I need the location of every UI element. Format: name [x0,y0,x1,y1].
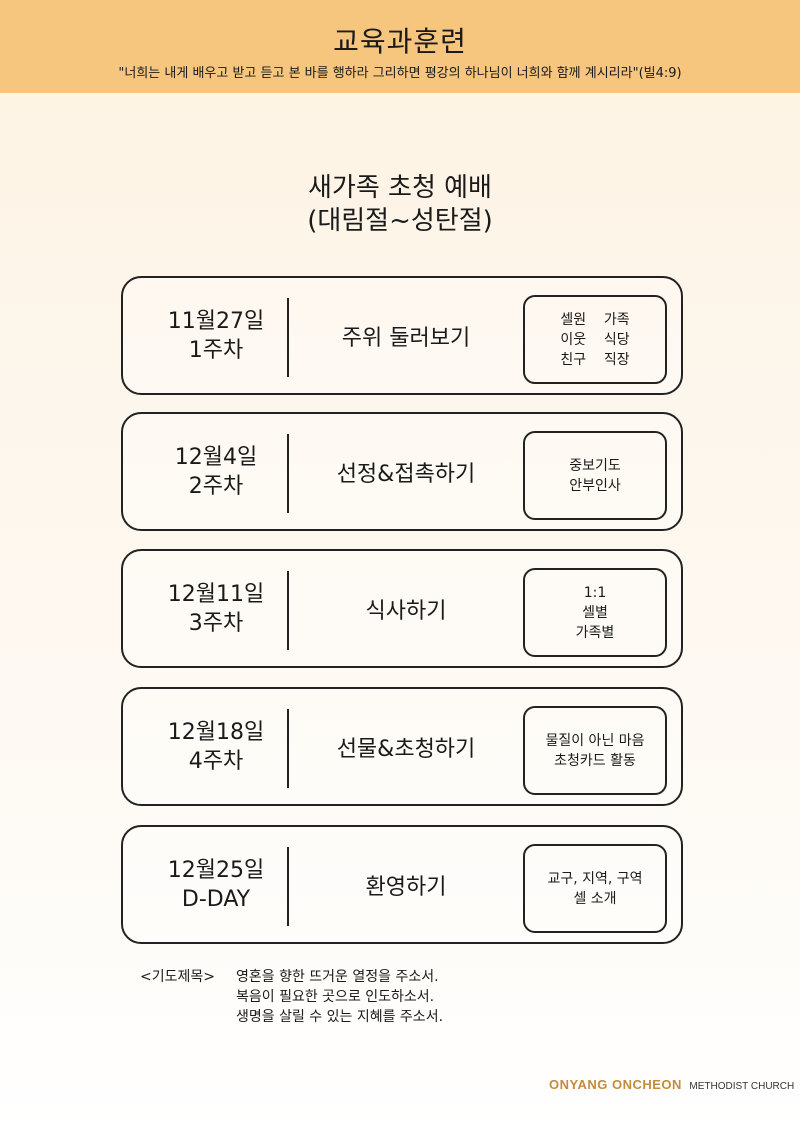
bible-verse: "너희는 내게 배우고 받고 듣고 본 바를 행하라 그리하면 평강의 하나님이… [118,66,682,81]
week-date-block: 12월4일 2주차 [141,414,291,529]
week-detail-box: 중보기도 안부인사 [523,431,667,520]
prayer-label: <기도제목> [140,969,215,985]
week-detail-box: 교구, 지역, 구역 셀 소개 [523,844,667,933]
week-date-block: 12월25일 D-DAY [141,827,291,942]
week-date: 12월25일 [167,857,265,883]
detail-line: 중보기도 [569,457,621,474]
detail-line: 물질이 아닌 마음 [545,732,645,749]
church-footer: ONYANG ONCHEON METHODIST CHURCH [549,1076,794,1094]
divider [287,434,289,513]
week-date-block: 12월11일 3주차 [141,551,291,666]
week-date-block: 12월18일 4주차 [141,689,291,804]
detail-line: 교구, 지역, 구역 [547,870,643,887]
page-title: 교육과훈련 [333,25,467,58]
detail-line: 1:1 [583,584,607,601]
divider [287,847,289,926]
detail-line: 친구 직장 [560,351,630,368]
detail-line: 셀원 가족 [560,311,630,328]
week-detail-box: 1:1 셀별 가족별 [523,568,667,657]
detail-line: 셀별 [582,604,608,621]
church-name: ONYANG ONCHEON [549,1077,682,1092]
detail-line: 이웃 식당 [560,331,630,348]
week-activity: 선정&접촉하기 [336,461,476,487]
prayer-line: 영혼을 향한 뜨거운 열정을 주소서. [236,969,439,985]
divider [287,571,289,650]
section-title-sub: (대림절~성탄절) [307,206,493,236]
week-date: 12월11일 [167,581,265,607]
week-date: 12월18일 [167,719,265,745]
week-detail-box: 셀원 가족 이웃 식당 친구 직장 [523,295,667,384]
week-activity: 환영하기 [365,874,447,900]
detail-line: 가족별 [575,624,615,641]
week-number: 1주차 [188,337,244,363]
week-detail-box: 물질이 아닌 마음 초청카드 활동 [523,706,667,795]
week-number: 2주차 [188,473,244,499]
section-title-main: 새가족 초청 예배 [308,173,492,203]
section-title: 새가족 초청 예배 (대림절~성탄절) [0,172,800,238]
prayer-line: 생명을 살릴 수 있는 지혜를 주소서. [236,1009,444,1025]
week-date: 12월4일 [174,444,258,470]
divider [287,709,289,788]
week-card-1: 11월27일 1주차 주위 둘러보기 셀원 가족 이웃 식당 친구 직장 [121,276,683,395]
week-card-3: 12월11일 3주차 식사하기 1:1 셀별 가족별 [121,549,683,668]
week-card-4: 12월18일 4주차 선물&초청하기 물질이 아닌 마음 초청카드 활동 [121,687,683,806]
week-number: D-DAY [181,886,251,912]
week-date-block: 11월27일 1주차 [141,278,291,393]
week-date: 11월27일 [167,308,265,334]
church-name-suffix: METHODIST CHURCH [689,1081,795,1092]
header-banner: 교육과훈련 "너희는 내게 배우고 받고 듣고 본 바를 행하라 그리하면 평강… [0,0,800,93]
week-activity: 식사하기 [365,598,447,624]
prayer-line: 복음이 필요한 곳으로 인도하소서. [236,989,435,1005]
week-card-5: 12월25일 D-DAY 환영하기 교구, 지역, 구역 셀 소개 [121,825,683,944]
week-activity: 선물&초청하기 [336,736,476,762]
detail-line: 초청카드 활동 [554,752,636,769]
divider [287,298,289,377]
week-number: 3주차 [188,610,244,636]
week-number: 4주차 [188,748,244,774]
week-card-2: 12월4일 2주차 선정&접촉하기 중보기도 안부인사 [121,412,683,531]
week-activity: 주위 둘러보기 [341,325,471,351]
detail-line: 셀 소개 [573,890,617,907]
detail-line: 안부인사 [569,477,621,494]
